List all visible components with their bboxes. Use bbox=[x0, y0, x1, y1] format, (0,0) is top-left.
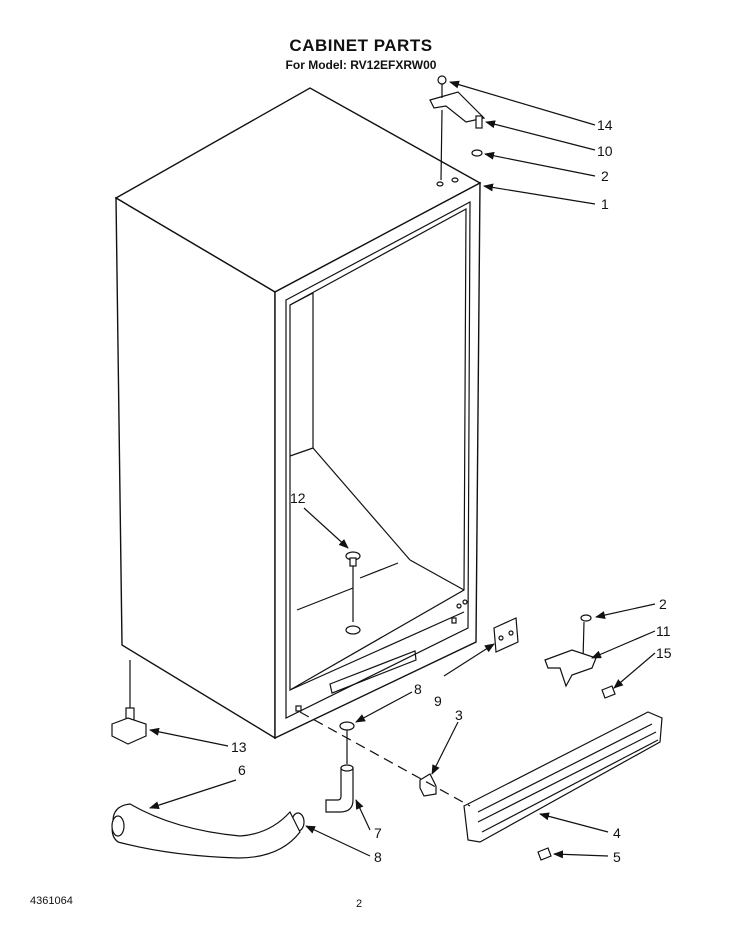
top-hinge-assembly bbox=[429, 75, 486, 181]
drain-elbow-mouth bbox=[340, 764, 354, 772]
hinge-screw-centerline bbox=[440, 109, 443, 181]
callout-9: 9 bbox=[434, 693, 442, 709]
front-hole-3 bbox=[462, 599, 468, 605]
grille-alignment-dashline bbox=[299, 711, 471, 807]
callout-2-bottom: 2 bbox=[659, 596, 667, 612]
drain-hose-assembly bbox=[111, 721, 355, 859]
cabinet-front-face bbox=[274, 181, 481, 740]
leader-9 bbox=[443, 643, 495, 677]
top-hinge-bracket bbox=[429, 91, 486, 123]
leader-8-top bbox=[355, 691, 413, 723]
leader-13 bbox=[149, 727, 229, 747]
toe-grille-assembly bbox=[299, 711, 663, 861]
cabinet bbox=[114, 87, 482, 740]
callout-11: 11 bbox=[656, 623, 671, 639]
leader-4 bbox=[539, 812, 609, 833]
leader-10 bbox=[485, 120, 596, 151]
toe-grille-line-3 bbox=[481, 739, 659, 833]
drain-hole bbox=[345, 625, 361, 635]
callout-8-top: 8 bbox=[414, 681, 422, 697]
grille-clip-3 bbox=[419, 773, 437, 797]
leader-14 bbox=[449, 80, 596, 126]
cabinet-side-face bbox=[115, 196, 276, 740]
hinge-shim-hole-2 bbox=[508, 630, 514, 636]
callout-3: 3 bbox=[455, 707, 463, 723]
base-slot bbox=[329, 650, 417, 694]
washer-2-bottom bbox=[580, 614, 592, 622]
leader-2-bottom bbox=[595, 603, 656, 619]
washer-2-top bbox=[471, 149, 483, 157]
callout-1: 1 bbox=[601, 196, 609, 212]
hinge-screw-15 bbox=[601, 685, 616, 699]
callout-7: 7 bbox=[374, 825, 382, 841]
grommet-8-top bbox=[339, 721, 355, 731]
hinge-screw-14 bbox=[437, 75, 447, 85]
leader-11 bbox=[591, 630, 656, 659]
callout-6: 6 bbox=[238, 762, 246, 778]
floor-shade-1 bbox=[296, 587, 354, 611]
leader-15 bbox=[613, 652, 656, 689]
drain-elbow-7 bbox=[325, 767, 354, 813]
hinge-shim-9 bbox=[493, 617, 519, 653]
callout-2-top: 2 bbox=[601, 168, 609, 184]
leader-8-bottom bbox=[305, 825, 371, 857]
drain-hose-6 bbox=[111, 803, 301, 859]
leader-12 bbox=[303, 507, 349, 549]
leader-7 bbox=[355, 799, 371, 831]
liner-floor-front bbox=[409, 559, 465, 591]
grille-screw-5 bbox=[537, 847, 552, 861]
callout-13: 13 bbox=[231, 739, 247, 755]
leveling-leg-foot bbox=[111, 717, 147, 745]
model-subtitle: For Model: RV12EFXRW00 bbox=[285, 58, 437, 72]
callout-8-bottom: 8 bbox=[374, 849, 382, 865]
callout-5: 5 bbox=[613, 849, 621, 865]
base-ledge-top bbox=[289, 611, 465, 691]
top-hole-2 bbox=[451, 177, 459, 183]
toe-grille-line-1 bbox=[477, 723, 653, 813]
hinge-shim-hole-1 bbox=[498, 635, 504, 641]
leader-6 bbox=[149, 779, 237, 810]
hinge-pin-10 bbox=[475, 115, 483, 129]
front-hole-4 bbox=[295, 705, 302, 712]
leveling-leg bbox=[111, 660, 147, 745]
leader-lines bbox=[149, 80, 656, 859]
leader-5 bbox=[553, 850, 609, 859]
bottom-hinge-bracket-11 bbox=[544, 649, 597, 688]
liner-floor-back bbox=[289, 447, 314, 457]
drain-plug bbox=[345, 551, 361, 635]
callout-14: 14 bbox=[597, 117, 613, 133]
leader-2-top bbox=[484, 151, 596, 177]
liner-floor-slope bbox=[312, 447, 411, 561]
liner-back-edge-top bbox=[289, 292, 314, 306]
toe-grille-line-2 bbox=[477, 731, 657, 823]
front-hole-2 bbox=[456, 603, 462, 609]
bottom-hinge-assembly bbox=[493, 614, 616, 699]
callout-4: 4 bbox=[613, 825, 621, 841]
floor-shade-2 bbox=[359, 562, 399, 579]
top-hole-1 bbox=[436, 181, 444, 187]
callout-numbers: 14 10 2 1 12 2 11 15 9 8 3 13 6 4 7 8 5 bbox=[231, 117, 672, 865]
callout-12: 12 bbox=[290, 490, 306, 506]
drain-plug-stem bbox=[349, 557, 357, 567]
front-hole-1 bbox=[451, 617, 457, 624]
leader-3 bbox=[431, 721, 459, 775]
leader-1 bbox=[483, 183, 596, 205]
callout-15: 15 bbox=[656, 645, 672, 661]
drain-hose-end bbox=[111, 815, 125, 837]
door-opening-flange bbox=[285, 200, 471, 719]
callout-10: 10 bbox=[597, 143, 613, 159]
page-number: 2 bbox=[356, 898, 363, 910]
toe-grille-4 bbox=[463, 711, 663, 843]
document-number: 4361064 bbox=[30, 895, 73, 907]
page-title: CABINET PARTS bbox=[289, 36, 433, 55]
